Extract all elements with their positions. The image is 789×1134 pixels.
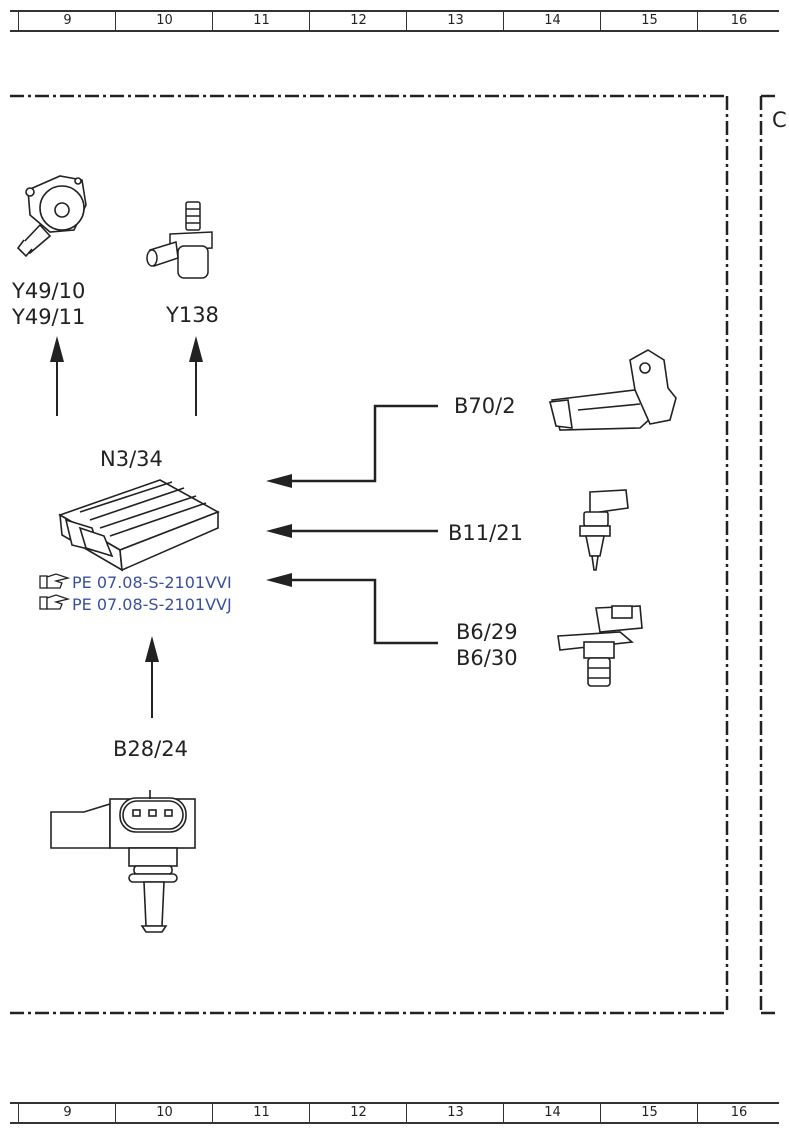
label-b6-29: B6/29 (456, 620, 518, 644)
ruler-cell: 12 (309, 10, 407, 32)
arrow-y138 (189, 336, 203, 416)
label-b11-21: B11/21 (448, 521, 523, 545)
ruler-cell: 11 (212, 1102, 310, 1124)
ruler-cell: 9 (18, 1102, 116, 1124)
arrow-y49 (50, 336, 64, 416)
b28-sensor-illustration (50, 790, 196, 933)
arrow-b70 (266, 404, 438, 488)
ruler-cell: 15 (600, 1102, 698, 1124)
ruler-cell: 13 (406, 10, 504, 32)
ruler-cell: 16 (697, 10, 780, 32)
ruler-cell: 16 (697, 1102, 780, 1124)
ruler-cell: 12 (309, 1102, 407, 1124)
reference-hand-icon (39, 573, 71, 589)
ruler-cell: 10 (115, 10, 213, 32)
label-b28-24: B28/24 (113, 737, 188, 761)
ruler-cell: 14 (503, 10, 601, 32)
arrow-b28 (145, 636, 159, 718)
b11-sensor-illustration (579, 489, 629, 571)
arrow-b11 (266, 524, 438, 538)
label-y49-10: Y49/10 (12, 279, 86, 303)
reference-hand-icon (39, 594, 71, 610)
y49-solenoid-illustration (16, 175, 87, 258)
next-section-letter: C (772, 108, 787, 132)
label-b70-2: B70/2 (454, 394, 516, 418)
label-y138: Y138 (166, 303, 219, 327)
n3-ecu-illustration (58, 479, 220, 572)
reference-link-vvj[interactable]: PE 07.08-S-2101VVJ (72, 595, 232, 614)
ruler-bottom: 9 10 11 12 13 14 15 16 (10, 1102, 779, 1124)
b70-sensor-illustration (549, 349, 677, 431)
ruler-cell: 14 (503, 1102, 601, 1124)
label-b6-30: B6/30 (456, 646, 518, 670)
ruler-cell: 9 (18, 10, 116, 32)
frame-border (10, 94, 779, 1015)
b6-sensor-illustration (557, 605, 643, 687)
reference-link-vvi[interactable]: PE 07.08-S-2101VVI (72, 573, 232, 592)
ruler-cell: 15 (600, 10, 698, 32)
ruler-cell: 13 (406, 1102, 504, 1124)
y138-solenoid-illustration (146, 201, 213, 279)
ruler-cell: 10 (115, 1102, 213, 1124)
arrow-b6 (266, 573, 438, 645)
label-y49-11: Y49/11 (12, 305, 86, 329)
ruler-cell: 11 (212, 10, 310, 32)
label-n3-34: N3/34 (100, 447, 163, 471)
ruler-top: 9 10 11 12 13 14 15 16 (10, 10, 779, 32)
